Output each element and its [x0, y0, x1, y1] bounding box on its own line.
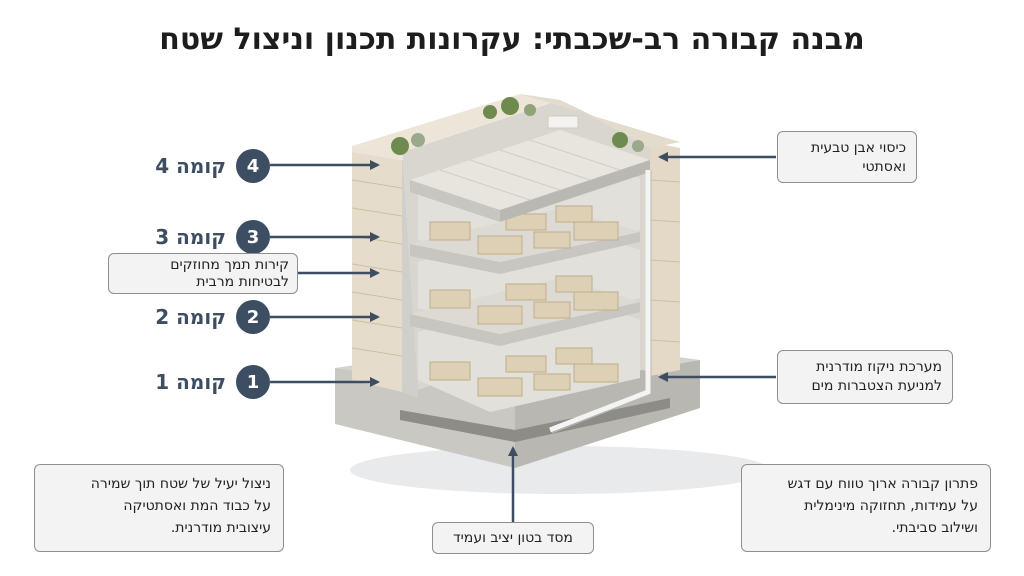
- callout-line: על כבוד המת ואסתטיקה: [123, 498, 271, 514]
- roof-slab-edge: [410, 180, 500, 222]
- callout-line: קירות תמך מחוזקים: [170, 257, 289, 273]
- drainage-pipe: [549, 170, 651, 433]
- callout-line: ואסתטי: [862, 159, 906, 175]
- floor-1-marker: 1 קומה 1: [136, 364, 270, 400]
- roof-slab-edge-right: [500, 160, 650, 222]
- floor-number-badge: 3: [236, 220, 270, 254]
- right-stone-wall: [650, 142, 680, 376]
- floor-label: קומה 2: [155, 305, 226, 329]
- slab-2: [410, 302, 640, 346]
- floor-number-badge: 2: [236, 300, 270, 334]
- callout-line: על עמידות, תחזוקה מינימלית: [804, 498, 978, 514]
- floor-label: קומה 4: [155, 154, 226, 178]
- callout-foundation: מסד בטון יציב ועמיד: [432, 522, 594, 554]
- left-stone-wall-top: [352, 146, 402, 160]
- callout-long-term: פתרון קבורה ארוך טווח עם דגש על עמידות, …: [741, 464, 991, 552]
- crypt-blocks: [429, 205, 619, 397]
- callout-line: ניצול יעיל של שטח תוך שמירה: [90, 476, 271, 492]
- callout-line: מערכת ניקוז מודרנית: [816, 359, 942, 375]
- callout-line: מסד בטון יציב ועמיד: [453, 530, 573, 546]
- slab-3: [410, 232, 640, 274]
- floor-number-badge: 4: [236, 149, 270, 183]
- roof-slab: [410, 130, 650, 210]
- floor-2-marker: 2 קומה 2: [136, 299, 270, 335]
- floor-label: קומה 3: [155, 225, 226, 249]
- callout-arrows: [270, 152, 776, 522]
- roof-bench: [547, 115, 579, 129]
- callout-space-efficiency: ניצול יעיל של שטח תוך שמירה על כבוד המת …: [34, 464, 284, 552]
- floor-label: קומה 1: [155, 370, 226, 394]
- floor-number-badge: 1: [236, 365, 270, 399]
- callout-line: כיסוי אבן טבעית: [811, 140, 906, 156]
- ground-shadow: [350, 446, 770, 494]
- floor-4-marker: 4 קומה 4: [136, 148, 270, 184]
- callout-line: ושילוב סביבתי.: [891, 520, 978, 536]
- page-title: מבנה קבורה רב-שכבתי: עקרונות תכנון וניצו…: [159, 22, 865, 57]
- top-wall-right: [520, 94, 680, 148]
- gravel-layer: [400, 398, 670, 442]
- callout-line: לבטיחות מרבית: [196, 274, 289, 290]
- callout-line: למניעת הצטברות מים: [811, 378, 942, 394]
- callout-retaining-walls: קירות תמך מחוזקים לבטיחות מרבית: [108, 253, 298, 294]
- callout-drainage: מערכת ניקוז מודרנית למניעת הצטברות מים: [777, 350, 953, 404]
- callout-line: פתרון קבורה ארוך טווח עם דגש: [787, 476, 978, 492]
- floor-3-marker: 3 קומה 3: [136, 219, 270, 255]
- callout-natural-stone: כיסוי אבן טבעית ואסתטי: [777, 131, 917, 183]
- callout-line: עיצובית מודרנית.: [170, 520, 271, 536]
- planter-shrubs: [391, 97, 644, 155]
